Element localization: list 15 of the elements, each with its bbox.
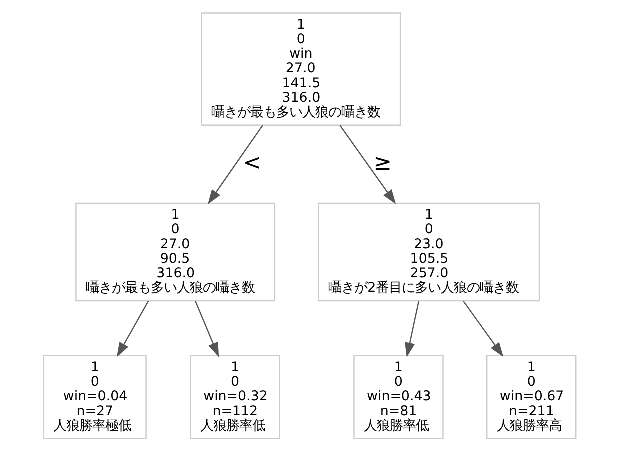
arrow bbox=[195, 301, 220, 358]
arrow bbox=[116, 301, 150, 358]
edge-label: < bbox=[243, 150, 262, 176]
edge-label: ≥ bbox=[374, 150, 392, 176]
node-box: 1 0 win=0.32 n=112 人狼勝率低 bbox=[190, 355, 280, 440]
node-box: 1 0 win=0.43 n=81 人狼勝率低 bbox=[354, 355, 444, 440]
node-box: 1 0 27.0 90.5 316.0 囁きが最も多い人狼の囁き数 bbox=[76, 202, 276, 302]
arrow bbox=[463, 300, 504, 358]
node-box: 1 0 23.0 105.5 257.0 囁きが2番目に多い人狼の囁き数 bbox=[318, 202, 540, 302]
node-box: 1 0 win=0.04 n=27 人狼勝率極低 bbox=[43, 355, 147, 440]
arrow bbox=[208, 125, 264, 204]
node-box: 1 0 win=0.67 n=211 人狼勝率高 bbox=[486, 355, 577, 440]
arrow bbox=[340, 125, 396, 204]
arrow bbox=[405, 301, 420, 358]
node-box: 1 0 win 27.0 141.5 316.0 囁きが最も多い人狼の囁き数 bbox=[201, 12, 402, 126]
